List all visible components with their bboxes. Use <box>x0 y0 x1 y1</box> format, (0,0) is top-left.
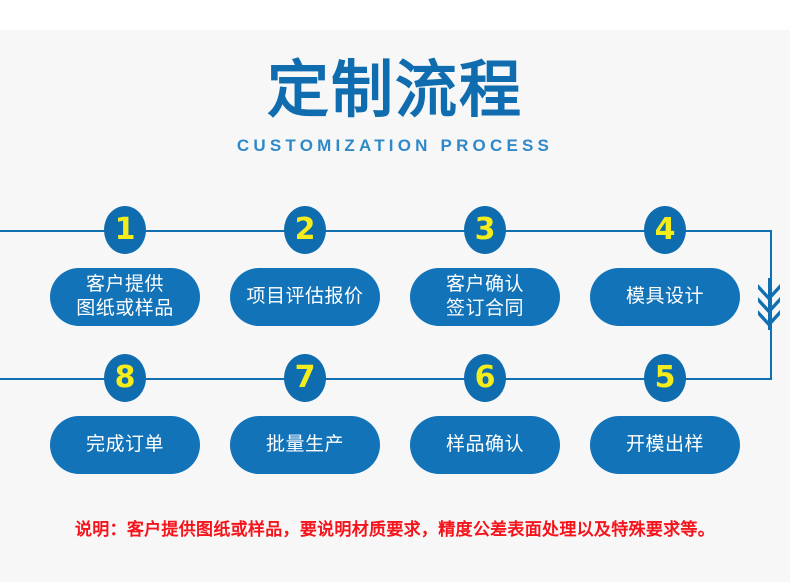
step-label-pill[interactable]: 模具设计 <box>590 268 740 326</box>
page-title: 定制流程 <box>266 56 523 125</box>
step-label-text: 批量生产 <box>265 433 344 455</box>
step-label-text: 样品确认 <box>445 433 524 455</box>
step-number-badge: 5 <box>644 354 686 402</box>
step-label-text: 客户提供 图纸或样品 <box>76 273 174 319</box>
process-row-1: 1 客户提供 图纸或样品 2 项目评估报价 3 客户确认 签订合同 4 模具设计 <box>0 206 790 336</box>
step-number-badge: 6 <box>464 354 506 402</box>
step-number-badge: 8 <box>104 354 146 402</box>
connector-line-row-2 <box>0 378 772 380</box>
step-label-text: 项目评估报价 <box>246 285 364 307</box>
step-label-text: 模具设计 <box>625 285 704 307</box>
step-label-pill[interactable]: 样品确认 <box>410 416 560 474</box>
step-number-badge: 1 <box>104 206 146 254</box>
step-label-text: 客户确认 签订合同 <box>445 273 524 319</box>
step-number-badge: 7 <box>284 354 326 402</box>
step-label-pill[interactable]: 批量生产 <box>230 416 380 474</box>
double-chevron-down-icon <box>752 278 786 330</box>
footer-note: 说明：客户提供图纸或样品，要说明材质要求，精度公差表面处理以及特殊要求等。 <box>74 520 716 539</box>
page-subtitle: CUSTOMIZATION PROCESS <box>236 136 554 156</box>
step-number-badge: 2 <box>284 206 326 254</box>
step-label-pill[interactable]: 开模出样 <box>590 416 740 474</box>
step-label-text: 开模出样 <box>625 433 704 455</box>
step-label-pill[interactable]: 客户确认 签订合同 <box>410 268 560 326</box>
connector-line-vertical-right <box>770 230 772 380</box>
process-row-2: 8 完成订单 7 批量生产 6 样品确认 5 开模出样 <box>0 354 790 484</box>
step-label-pill[interactable]: 项目评估报价 <box>230 268 380 326</box>
step-label-pill[interactable]: 完成订单 <box>50 416 200 474</box>
step-label-pill[interactable]: 客户提供 图纸或样品 <box>50 268 200 326</box>
connector-line-row-1 <box>0 230 772 232</box>
step-number-badge: 4 <box>644 206 686 254</box>
step-number-badge: 3 <box>464 206 506 254</box>
step-label-text: 完成订单 <box>85 433 164 455</box>
header: 定制流程 CUSTOMIZATION PROCESS <box>0 58 790 156</box>
